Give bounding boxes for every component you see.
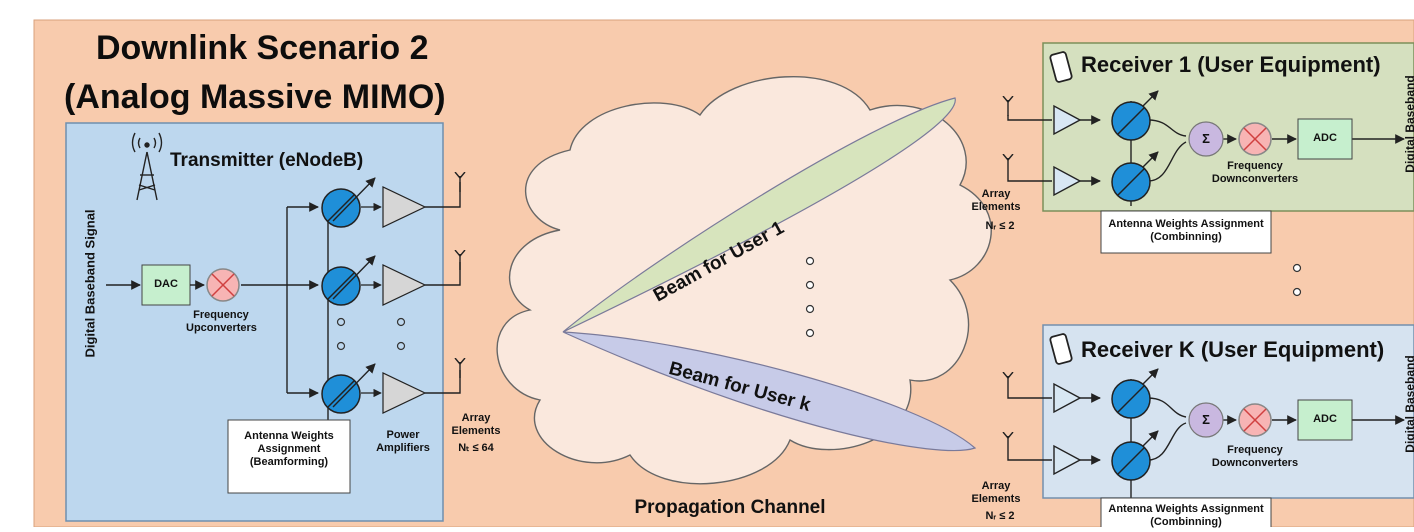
rxk-array-label: Array Elements	[971, 480, 1021, 506]
rxk-chain	[1007, 368, 1405, 500]
rx1-array-label: Array Elements	[971, 188, 1021, 214]
receiver-ellipsis	[1292, 263, 1302, 297]
rxk-weights-box	[1100, 497, 1272, 532]
rxk-output-label: Digital Baseband	[1403, 355, 1414, 453]
rx1-output-label: Digital Baseband	[1403, 75, 1414, 173]
transmitter-title: Transmitter (eNodeB)	[170, 150, 364, 171]
rxk-phase-shifter-icon	[1111, 441, 1151, 481]
rx1-mixer-icon	[1238, 122, 1272, 156]
tx-phase-shifter-icon	[321, 188, 361, 228]
tx-phase-arrows	[332, 177, 376, 408]
pa-label: Power Amplifiers	[376, 429, 430, 455]
dac-label: DAC	[154, 278, 178, 290]
rx1-sum-label: Σ	[1202, 131, 1210, 146]
rx1-weights-label: Antenna Weights Assignment (Combinning)	[1108, 218, 1264, 244]
rxk-sum-node	[1188, 402, 1224, 438]
upconverter-mixer-icon	[206, 268, 240, 302]
tx-weights-label: Antenna Weights Assignment (Beamforming)	[244, 430, 334, 469]
rx1-adc-label: ADC	[1313, 132, 1337, 144]
beam-user-1	[562, 97, 956, 333]
rxk-weights-label: Antenna Weights Assignment (Combinning)	[1108, 503, 1264, 529]
diagram-title-line2: (Analog Massive MIMO)	[64, 78, 446, 116]
propagation-channel-label: Propagation Channel	[634, 497, 826, 518]
rxk-phase-shifter-icon	[1111, 379, 1151, 419]
tx-array-label: Array Elements	[451, 412, 501, 438]
tx-input-label: Digital Baseband Signal	[82, 209, 98, 358]
rxk-adc-block	[1297, 399, 1353, 441]
upconverter-label: Frequency Upconverters	[186, 309, 257, 335]
diagram-title-line1: Downlink Scenario 2	[96, 29, 429, 67]
beam-user-k	[562, 331, 977, 452]
tx-ellipsis	[336, 317, 406, 351]
receiver-k-title: Receiver K (User Equipment)	[1081, 337, 1385, 362]
rx1-array-count: Nᵣ ≤ 2	[985, 220, 1015, 232]
rx1-adc-block	[1297, 118, 1353, 160]
rx1-phase-shifter-icon	[1111, 101, 1151, 141]
rx1-weights-box	[1100, 210, 1272, 254]
rxk-array-count: Nᵣ ≤ 2	[985, 510, 1015, 522]
rx1-downconverter-label: Frequency Downconverters	[1211, 160, 1299, 186]
rxk-adc-label: ADC	[1313, 413, 1337, 425]
phone-icon	[1049, 51, 1073, 83]
propagation-cloud	[496, 75, 992, 485]
rxk-sum-label: Σ	[1202, 412, 1210, 427]
tx-amplifiers	[361, 186, 427, 414]
cell-tower-icon	[131, 132, 163, 201]
rx1-sum-node	[1188, 121, 1224, 157]
rx1-phase-shifter-icon	[1111, 162, 1151, 202]
tx-weights-box	[227, 419, 351, 494]
channel-ellipsis	[805, 256, 815, 338]
phone-icon	[1049, 333, 1073, 365]
rxk-mixer-icon	[1238, 403, 1272, 437]
tx-array-count: Nₜ ≤ 64	[458, 442, 494, 454]
receiver-1-title: Receiver 1 (User Equipment)	[1081, 52, 1381, 77]
tx-phase-shifter-icon	[321, 374, 361, 414]
tx-phase-shifter-icon	[321, 266, 361, 306]
rxk-downconverter-label: Frequency Downconverters	[1211, 444, 1299, 470]
